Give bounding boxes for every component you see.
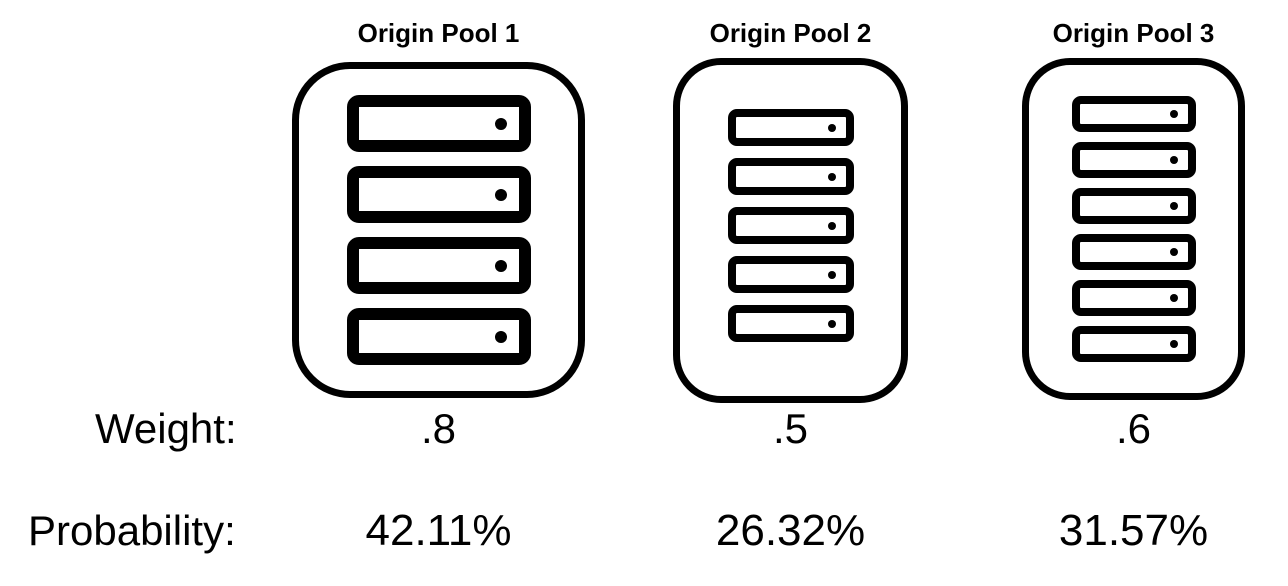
server-icon [727,158,854,195]
origin-pool-3-column: Origin Pool 3 [1022,0,1245,400]
weight-value-pool-1: .8 [420,405,457,452]
server-icon [1071,234,1196,270]
server-led-dot [494,259,507,272]
server-rack [1071,96,1196,362]
server-icon [1071,142,1196,178]
server-led-dot [1169,156,1178,164]
server-icon [346,166,531,223]
server-icon [1071,188,1196,224]
weight-value-pool-2: .5 [772,405,809,452]
server-icon [1071,280,1196,316]
probability-value-pool-2: 26.32% [715,506,866,555]
pool-title: Origin Pool 1 [357,18,520,48]
server-led-dot [494,188,507,201]
server-led-dot [494,117,507,130]
probability-label: Probability: [28,507,236,554]
server-led-dot [1169,202,1178,210]
weight-value-pool-3: .6 [1115,405,1152,452]
server-rack [346,95,531,365]
origin-pool-2-column: Origin Pool 2 [673,0,908,403]
server-rack [727,109,854,342]
pool-card [292,62,585,398]
pool-title: Origin Pool 2 [709,18,872,48]
probability-value-pool-3: 31.57% [1058,506,1209,555]
server-icon [727,256,854,293]
server-led-dot [1169,110,1178,118]
server-led-dot [1169,294,1178,302]
server-led-dot [827,221,836,230]
server-led-dot [827,270,836,279]
server-icon [727,305,854,342]
server-icon [346,237,531,294]
server-icon [727,207,854,244]
server-icon [1071,96,1196,132]
weight-label: Weight: [95,405,237,452]
pool-card [1022,58,1245,400]
server-icon [346,308,531,365]
server-led-dot [827,123,836,132]
server-led-dot [1169,340,1178,348]
pool-title: Origin Pool 3 [1052,18,1215,48]
server-led-dot [827,172,836,181]
server-led-dot [827,319,836,328]
server-icon [346,95,531,152]
server-icon [1071,326,1196,362]
server-icon [727,109,854,146]
origin-pool-1-column: Origin Pool 1 [292,0,585,398]
pool-card [673,58,908,403]
server-led-dot [494,330,507,343]
server-led-dot [1169,248,1178,256]
probability-value-pool-1: 42.11% [365,506,512,555]
